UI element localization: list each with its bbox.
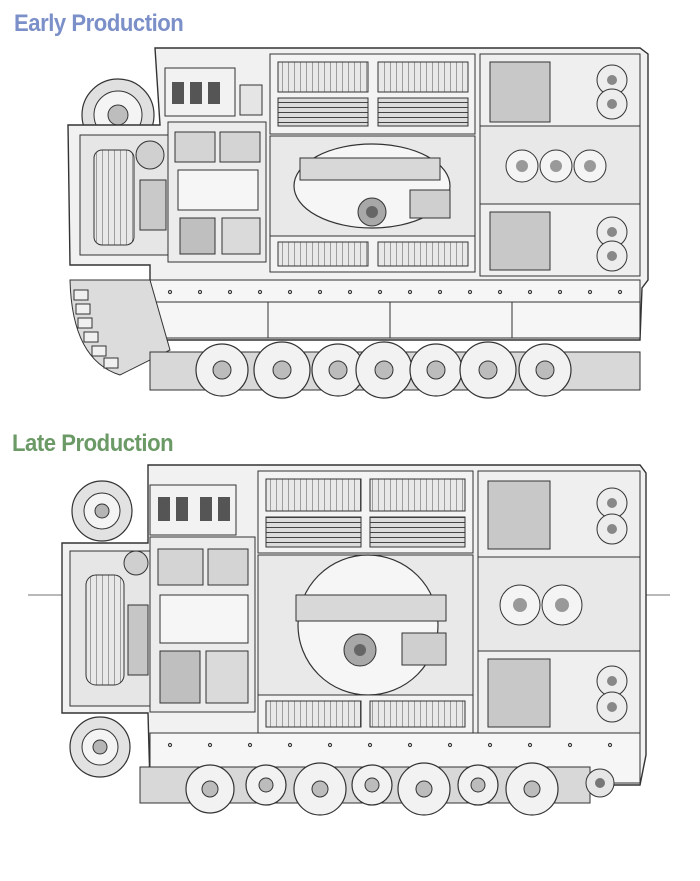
early-production-title: Early Production: [14, 10, 184, 37]
engine-compartment: [79, 134, 169, 256]
road-wheels: [139, 762, 615, 816]
rear-storage-boxes: [149, 484, 237, 536]
fighting-compartment: [257, 554, 474, 696]
transmission-drums: [499, 584, 583, 626]
ammo-rack-top: [269, 53, 476, 135]
ammo-rack-bottom: [257, 694, 474, 734]
transmission-drums: [505, 149, 607, 183]
engine-accessories: [149, 536, 256, 713]
early-production-hull-cutaway: [67, 47, 649, 399]
ammo-rack-top: [257, 470, 474, 554]
fighting-compartment: [269, 135, 476, 237]
road-wheels: [149, 341, 641, 399]
engine-accessories: [167, 121, 267, 263]
ammo-rack-bottom: [269, 235, 476, 273]
engine-compartment: [69, 550, 151, 707]
rear-storage-boxes: [164, 67, 263, 117]
track-rear: [69, 279, 171, 376]
late-production-title: Late Production: [12, 430, 174, 457]
drive-sprocket-top: [71, 480, 133, 542]
cooling-fans: [596, 64, 628, 272]
drive-sprocket-bottom: [69, 716, 131, 778]
cooling-fans: [596, 487, 628, 723]
late-production-hull-cutaway: [28, 464, 670, 816]
